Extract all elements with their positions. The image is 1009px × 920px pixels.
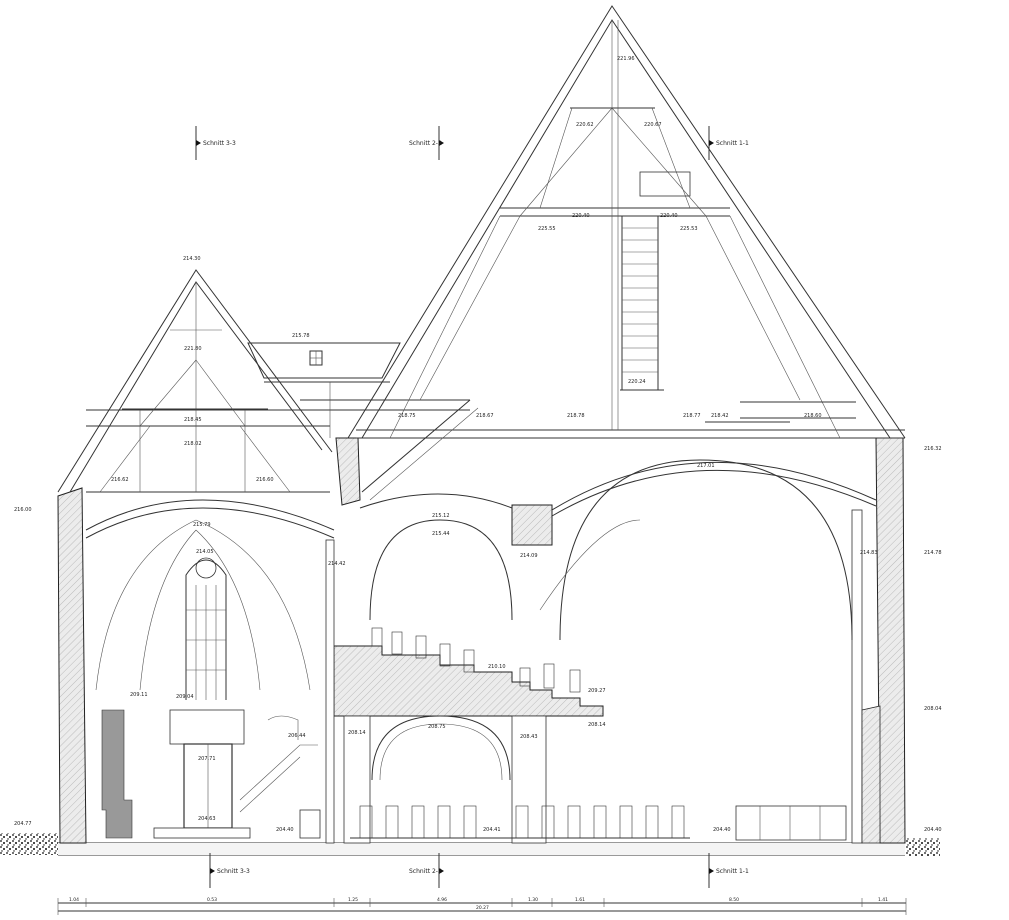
section-label: Schnitt 2-2 xyxy=(409,868,442,875)
elevation-label: 209.11 xyxy=(130,692,148,698)
elevation-label: 217.01 xyxy=(697,463,715,469)
elevation-label: 204.40 xyxy=(924,827,942,833)
elevation-label: 214.78 xyxy=(924,550,942,556)
connecting-roof xyxy=(247,342,470,438)
pews-gallery xyxy=(371,627,581,693)
dimension-label: 1.30 xyxy=(528,897,538,903)
gravel-left xyxy=(0,833,58,855)
elevation-label: 204.40 xyxy=(713,827,731,833)
elevation-label: 204.41 xyxy=(483,827,501,833)
section-marker-3-3-top: Schnitt 3-3 xyxy=(195,126,236,160)
elevation-label: 216.32 xyxy=(924,446,942,452)
pews-ground xyxy=(350,805,690,839)
elevation-label: 225.53 xyxy=(680,226,698,232)
dimension-label: 1.25 xyxy=(348,897,358,903)
section-label: Schnitt 3-3 xyxy=(203,140,236,147)
elevation-label: 218.02 xyxy=(184,441,202,447)
gothic-window xyxy=(185,557,227,700)
elevation-label: 218.77 xyxy=(683,413,701,419)
elevation-label: 206.44 xyxy=(288,733,306,739)
section-marker-3-3-bottom: Schnitt 3-3 xyxy=(209,853,250,888)
elevation-label: 216.62 xyxy=(111,477,129,483)
elevation-labels: 221.96 220.62 220.67 220.40 220.40 225.5… xyxy=(14,56,942,833)
section-marker-1-1-top: Schnitt 1-1 xyxy=(708,126,749,160)
elevation-label: 215.44 xyxy=(432,531,450,537)
walls xyxy=(57,437,906,844)
elevation-label: 221.96 xyxy=(617,56,635,62)
section-marker-2-2-bottom: Schnitt 2-2 xyxy=(409,853,444,888)
dimension-label: 1.04 xyxy=(69,897,79,903)
elevation-label: 214.83 xyxy=(860,550,878,556)
elevation-label: 218.67 xyxy=(476,413,494,419)
elevation-label: 221.80 xyxy=(184,346,202,352)
elevation-label: 216.60 xyxy=(256,477,274,483)
elevation-label: 218.75 xyxy=(398,413,416,419)
elevation-label: 204.77 xyxy=(14,821,32,827)
vaults xyxy=(85,459,877,781)
elevation-label: 214.09 xyxy=(520,553,538,559)
elevation-label: 220.40 xyxy=(572,213,590,219)
elevation-label: 214.05 xyxy=(196,549,214,555)
elevation-label: 215.12 xyxy=(432,513,450,519)
elevation-label: 218.45 xyxy=(184,417,202,423)
elevation-label: 216.00 xyxy=(14,507,32,513)
left-roof xyxy=(57,269,333,493)
elevation-label: 214.30 xyxy=(183,256,201,262)
section-marker-1-1-bottom: Schnitt 1-1 xyxy=(708,853,749,888)
elevation-label: 220.67 xyxy=(644,122,662,128)
section-marker-2-2-top: Schnitt 2-2 xyxy=(409,126,444,160)
section-label: Schnitt 2-2 xyxy=(409,140,442,147)
ground xyxy=(0,833,940,856)
elevation-label: 210.10 xyxy=(488,664,506,670)
elevation-label: 208.14 xyxy=(588,722,606,728)
elevation-label: 220.62 xyxy=(576,122,594,128)
elevation-label: 220.40 xyxy=(660,213,678,219)
elevation-label: 208.43 xyxy=(520,734,538,740)
ground-floor xyxy=(101,709,847,841)
elevation-label: 209.04 xyxy=(176,694,194,700)
elevation-label: 218.78 xyxy=(567,413,585,419)
elevation-label: 225.55 xyxy=(538,226,556,232)
section-label: Schnitt 3-3 xyxy=(217,868,250,875)
section-label: Schnitt 1-1 xyxy=(716,868,749,875)
elevation-label: 204.40 xyxy=(276,827,294,833)
section-markers: Schnitt 3-3 Schnitt 2-2 Schnitt 1-1 Schn… xyxy=(195,126,749,888)
elevation-label: 208.75 xyxy=(428,724,446,730)
dimension-label: 1.41 xyxy=(878,897,888,903)
gravel-right xyxy=(905,838,940,856)
elevation-label: 220.24 xyxy=(628,379,646,385)
elevation-label: 207.71 xyxy=(198,756,216,762)
dimension-label: 8.50 xyxy=(729,897,739,903)
main-roof xyxy=(347,5,906,501)
elevation-label: 208.14 xyxy=(348,730,366,736)
elevation-label: 209.27 xyxy=(588,688,606,694)
elevation-label: 218.42 xyxy=(711,413,729,419)
dimension-label: 4.96 xyxy=(437,897,447,903)
dimension-label: 0.53 xyxy=(207,897,217,903)
elevation-label: 218.60 xyxy=(804,413,822,419)
elevation-label: 214.42 xyxy=(328,561,346,567)
dimension-chain: 1.04 0.53 1.25 4.96 1.30 1.61 8.50 1.41 … xyxy=(57,897,907,915)
dimension-label: 1.61 xyxy=(575,897,585,903)
elevation-label: 215.78 xyxy=(292,333,310,339)
elevation-label: 215.79 xyxy=(193,522,211,528)
section-label: Schnitt 1-1 xyxy=(716,140,749,147)
attic-stair xyxy=(622,227,658,373)
elevation-label: 208.04 xyxy=(924,706,942,712)
elevation-label: 204.63 xyxy=(198,816,216,822)
dimension-total-label: 20.27 xyxy=(476,905,489,911)
